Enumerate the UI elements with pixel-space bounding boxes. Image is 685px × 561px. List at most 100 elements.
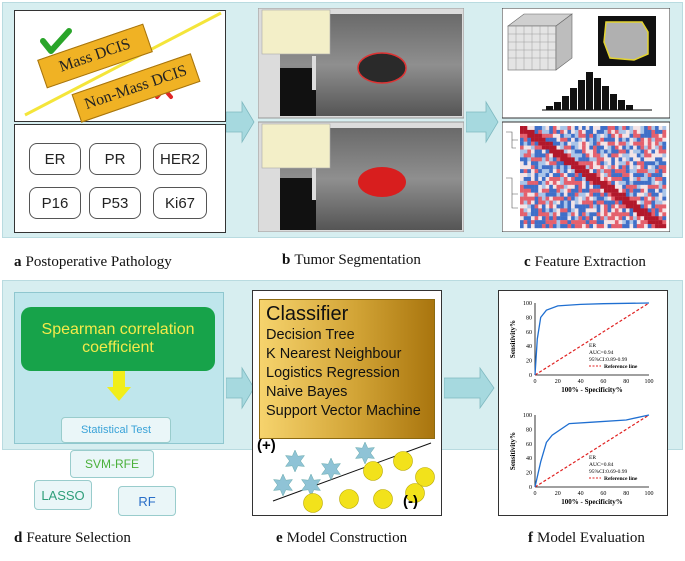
- heatmap-cell: [618, 126, 623, 131]
- heatmap-cell: [611, 173, 616, 178]
- heatmap-cell: [541, 224, 546, 229]
- heatmap-cell: [534, 173, 539, 178]
- heatmap-cell: [633, 129, 637, 135]
- heatmap-cell: [647, 169, 652, 174]
- heatmap-cell: [552, 145, 557, 150]
- heatmap-cell: [658, 149, 663, 154]
- heatmap-cell: [563, 196, 568, 201]
- heatmap-cell: [527, 169, 532, 174]
- heatmap-cell: [571, 157, 575, 162]
- heatmap-cell: [655, 157, 659, 162]
- heatmap-cell: [593, 149, 597, 154]
- heatmap-cell: [552, 212, 557, 217]
- heatmap-cell: [538, 204, 543, 209]
- heatmap-cell: [636, 145, 641, 150]
- heatmap-cell: [651, 169, 656, 174]
- heatmap-cell: [658, 220, 663, 225]
- heatmap-cell: [567, 200, 572, 205]
- heatmap-cell: [560, 126, 564, 131]
- heatmap-cell: [534, 192, 539, 197]
- heatmap-cell: [651, 161, 656, 166]
- heatmap-cell: [530, 216, 535, 221]
- heatmap-cell: [655, 173, 659, 178]
- heatmap-cell: [574, 165, 579, 170]
- heatmap-cell: [538, 180, 543, 186]
- heatmap-cell: [662, 153, 667, 158]
- heatmap-cell: [607, 126, 612, 131]
- heatmap-cell: [662, 161, 667, 166]
- heatmap-cell: [618, 212, 623, 217]
- heatmap-cell: [549, 173, 554, 178]
- classifier-title: Classifier: [266, 303, 349, 325]
- heatmap-cell: [520, 220, 524, 225]
- heatmap-cell: [556, 204, 561, 209]
- heatmap-cell: [578, 224, 583, 229]
- heatmap-cell: [593, 157, 597, 162]
- heatmap-cell: [614, 224, 619, 229]
- heatmap-cell: [662, 188, 667, 193]
- heatmap-cell: [571, 208, 575, 213]
- heatmap-cell: [603, 204, 608, 209]
- heatmap-cell: [574, 208, 579, 213]
- heatmap-cell: [651, 184, 656, 189]
- heatmap-cell: [633, 137, 637, 142]
- heatmap-cell: [596, 208, 601, 213]
- heatmap-cell: [574, 145, 579, 150]
- positive-sample-star: [320, 457, 342, 481]
- roc-legend-text: ER: [589, 455, 596, 461]
- heatmap-cell: [658, 157, 663, 162]
- heatmap-cell: [556, 126, 561, 131]
- heatmap-cell: [618, 173, 623, 178]
- heatmap-cell: [607, 141, 612, 146]
- heatmap-cell: [614, 161, 619, 166]
- heatmap-cell: [611, 165, 616, 170]
- heatmap-cell: [611, 224, 616, 229]
- heatmap-cell: [647, 141, 652, 146]
- heatmap-cell: [636, 200, 641, 205]
- heatmap-cell: [545, 177, 550, 182]
- heatmap-cell: [545, 145, 550, 150]
- heatmap-cell: [545, 212, 550, 217]
- roc-reference-line: [534, 302, 650, 376]
- feature-selection-box: Spearman correlation coefficient Statist…: [14, 292, 224, 444]
- heatmap-cell: [520, 137, 524, 142]
- heatmap-cell: [603, 208, 608, 213]
- heatmap-cell: [618, 180, 623, 186]
- heatmap-cell: [541, 137, 546, 142]
- heatmap-cell: [629, 161, 634, 166]
- heatmap-cell: [640, 180, 645, 186]
- heatmap-cell: [618, 165, 623, 170]
- heatmap-cell: [629, 165, 634, 170]
- heatmap-cell: [538, 141, 543, 146]
- roc-x-tick: 40: [578, 491, 584, 497]
- heatmap-cell: [523, 180, 528, 186]
- heatmap-cell: [574, 180, 579, 186]
- heatmap-cell: [567, 137, 572, 142]
- heatmap-cell: [647, 129, 652, 135]
- heatmap-cell: [618, 184, 623, 189]
- heatmap-cell: [618, 224, 623, 229]
- heatmap-cell: [662, 216, 667, 221]
- heatmap-cell: [640, 141, 645, 146]
- marker-pr: PR: [89, 143, 141, 175]
- heatmap-cell: [582, 149, 586, 154]
- heatmap-cell: [644, 196, 648, 201]
- heatmap-cell: [523, 165, 528, 170]
- heatmap-cell: [567, 133, 572, 138]
- statistical-test-box: Statistical Test: [61, 417, 171, 443]
- heatmap-cell: [538, 177, 543, 182]
- arrow-d-to-e: [226, 366, 255, 410]
- heatmap-cell: [574, 153, 579, 158]
- heatmap-cell: [538, 212, 543, 217]
- heatmap-cell: [589, 196, 594, 201]
- heatmap-cell: [596, 180, 601, 186]
- heatmap-cell: [541, 216, 546, 221]
- heatmap-cell: [534, 188, 539, 193]
- heatmap-cell: [538, 126, 543, 131]
- heatmap-cell: [651, 129, 656, 135]
- caption-d-text: Feature Selection: [26, 530, 131, 546]
- heatmap-cell: [538, 157, 543, 162]
- heatmap-cell: [625, 177, 630, 182]
- heatmap-cell: [614, 196, 619, 201]
- tumor-outline: [357, 52, 407, 84]
